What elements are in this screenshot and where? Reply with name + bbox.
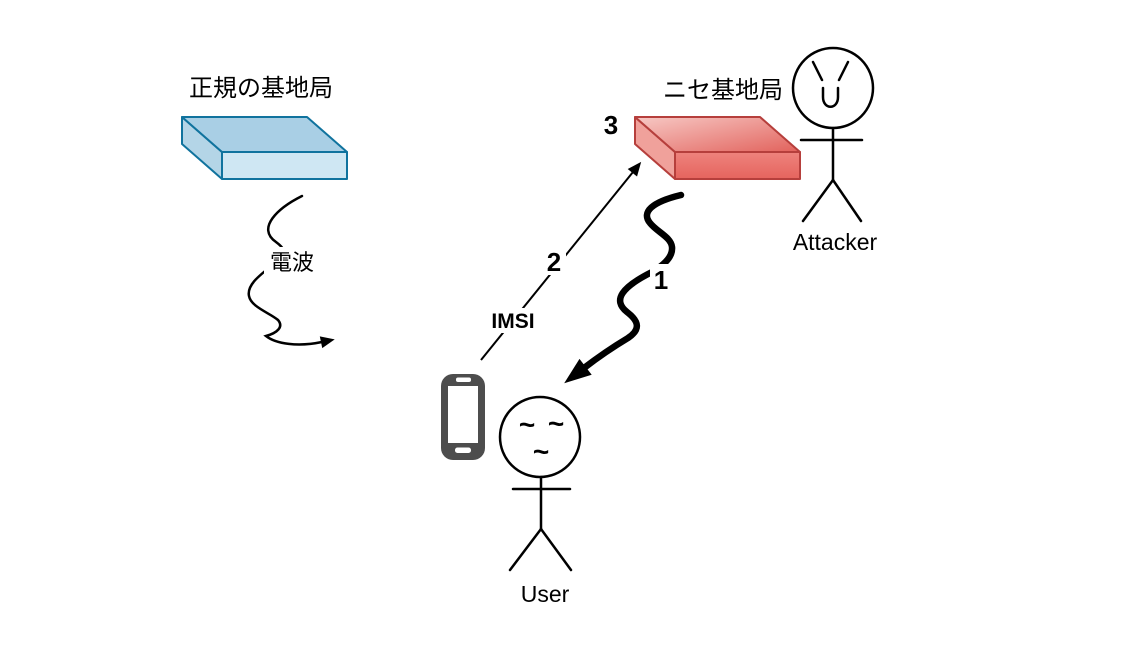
step-2-halo	[543, 249, 566, 275]
smartphone-home-button	[455, 447, 471, 453]
imsi-uplink: IMSI 2	[480, 161, 642, 361]
fake-base-station-label: ニセ基地局	[663, 77, 783, 104]
user-figure: ~ ~ ~ User	[498, 395, 582, 607]
legit-base-station: 正規の基地局	[181, 75, 348, 180]
attacker-left-eyebrow	[811, 60, 824, 82]
legit-base-station-top-face	[181, 116, 348, 153]
smartphone-icon	[441, 374, 485, 460]
step-2-label: 2	[547, 247, 561, 277]
attacker-figure: Attacker	[791, 46, 878, 255]
user-left-eye: ~	[519, 409, 535, 440]
smartphone-screen	[448, 386, 478, 443]
user-label: User	[521, 581, 570, 607]
user-left-leg	[508, 527, 543, 572]
fake-base-station-front-face	[674, 151, 801, 180]
attacker-left-leg	[801, 178, 835, 223]
fake-base-station: ニセ基地局 3	[604, 77, 801, 180]
imsi-label: IMSI	[491, 310, 534, 333]
user-right-leg	[539, 527, 573, 572]
imsi-label-halo	[485, 308, 541, 333]
fake-base-station-top-face	[634, 116, 801, 153]
attacker-mouth	[821, 86, 840, 108]
broadcast-wave: 1	[564, 191, 685, 384]
attacker-head	[791, 46, 875, 130]
step-3-label: 3	[604, 110, 618, 140]
radio-wave-arrow	[247, 194, 335, 349]
smartphone-speaker	[456, 377, 471, 382]
attacker-right-leg	[831, 178, 863, 223]
attacker-label: Attacker	[793, 229, 878, 255]
radio-wave: 電波	[247, 194, 335, 349]
step-1-label: 1	[654, 265, 668, 295]
radio-wave-label-halo	[264, 247, 320, 274]
radio-wave-label: 電波	[270, 250, 314, 275]
step-1-halo	[650, 264, 672, 292]
user-mouth: ~	[533, 436, 549, 467]
legit-base-station-label: 正規の基地局	[189, 75, 333, 102]
attacker-right-eyebrow	[837, 60, 850, 82]
user-right-eye: ~	[548, 408, 564, 439]
legit-base-station-front-face	[221, 151, 348, 180]
